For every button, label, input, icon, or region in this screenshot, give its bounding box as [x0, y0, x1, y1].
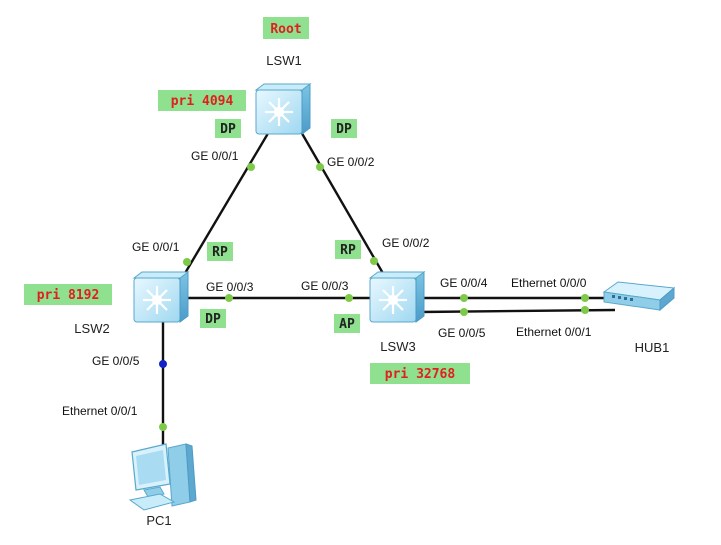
lsw1-priority-text: pri 4094	[171, 94, 234, 109]
port-label-lsw3-g3: GE 0/0/3	[301, 279, 349, 293]
port-dot-lsw1-g1	[247, 163, 255, 171]
link-lsw1-lsw3	[298, 129, 390, 283]
lsw1-priority-tag	[158, 90, 246, 111]
lsw2-name: LSW2	[74, 321, 109, 336]
port-label-hub-e0: Ethernet 0/0/0	[511, 276, 587, 290]
role-tag-lsw1-g1	[215, 119, 241, 138]
port-dot-hub-e1	[581, 306, 589, 314]
role-lsw3-g3: AP	[339, 317, 355, 332]
port-dot-lsw2-g5	[159, 360, 167, 368]
role-tag-lsw1-g2	[331, 119, 357, 138]
link-lsw1-lsw2	[176, 129, 272, 286]
role-lsw2-g1: RP	[212, 245, 228, 260]
lsw3-priority-text: pri 32768	[385, 367, 456, 382]
port-dot-lsw2-g3	[225, 294, 233, 302]
role-tag-lsw3-g2	[335, 240, 361, 259]
port-label-hub-e1: Ethernet 0/0/1	[516, 325, 592, 339]
role-tag-lsw2-g3	[200, 309, 226, 328]
port-dot-lsw3-g5	[460, 308, 468, 316]
lsw3-name: LSW3	[380, 339, 415, 354]
port-dot-lsw3-g3	[345, 294, 353, 302]
lsw3-switch-icon[interactable]	[368, 270, 426, 324]
hub-icon[interactable]	[602, 281, 676, 312]
pc1-name: PC1	[146, 513, 171, 528]
port-dot-pc-e1	[159, 423, 167, 431]
role-tag-lsw3-g3	[334, 314, 360, 333]
lsw2-switch-icon[interactable]	[132, 270, 190, 324]
port-label-lsw1-g2: GE 0/0/2	[327, 155, 375, 169]
port-label-lsw2-g3: GE 0/0/3	[206, 280, 254, 294]
role-lsw1-g2: DP	[336, 122, 352, 137]
role-lsw2-g3: DP	[205, 312, 221, 327]
port-dot-hub-e0	[581, 294, 589, 302]
role-tag-lsw2-g1	[207, 242, 233, 261]
lsw1-switch-icon[interactable]	[254, 82, 312, 136]
lsw3-priority-tag	[370, 363, 470, 384]
port-dot-lsw3-g2	[370, 257, 378, 265]
port-label-lsw1-g1: GE 0/0/1	[191, 149, 239, 163]
pc-icon[interactable]	[128, 443, 197, 511]
port-label-lsw2-g5: GE 0/0/5	[92, 354, 140, 368]
port-dot-lsw3-g4	[460, 294, 468, 302]
lsw2-priority-text: pri 8192	[37, 288, 100, 303]
role-lsw3-g2: RP	[340, 243, 356, 258]
root-tag-text: Root	[270, 22, 301, 37]
port-label-lsw3-g2: GE 0/0/2	[382, 236, 430, 250]
root-tag	[263, 17, 309, 39]
lsw2-priority-tag	[24, 284, 112, 305]
role-lsw1-g1: DP	[220, 122, 236, 137]
port-label-lsw3-g5: GE 0/0/5	[438, 326, 486, 340]
port-label-lsw3-g4: GE 0/0/4	[440, 276, 488, 290]
port-label-lsw2-g1: GE 0/0/1	[132, 240, 180, 254]
port-dot-lsw1-g2	[316, 163, 324, 171]
hub1-name: HUB1	[635, 340, 670, 355]
port-label-pc-e1: Ethernet 0/0/1	[62, 404, 138, 418]
lsw1-name: LSW1	[266, 53, 301, 68]
port-dot-lsw2-g1	[183, 258, 191, 266]
